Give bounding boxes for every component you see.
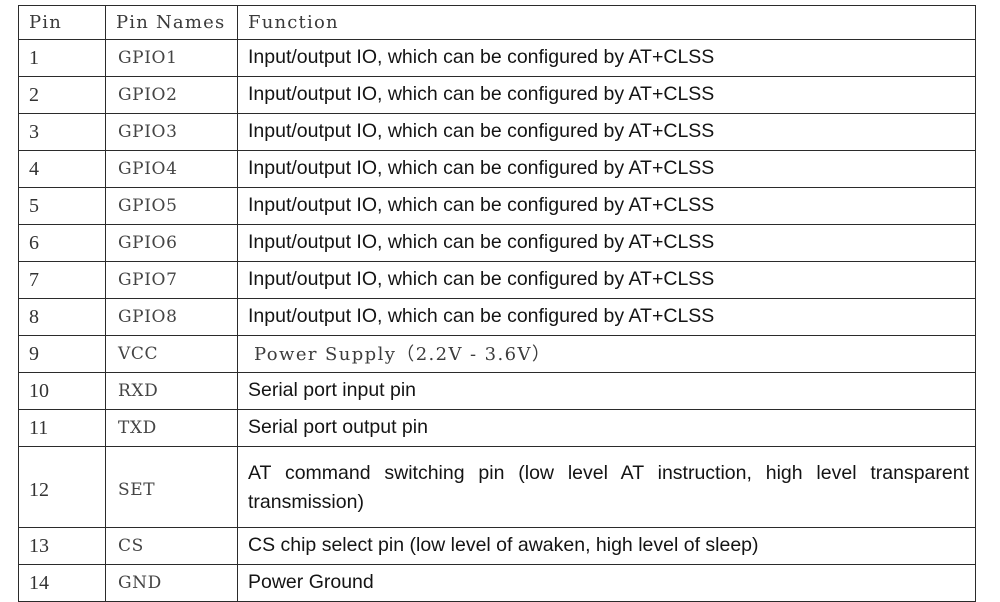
table-row: 6 GPIO6 Input/output IO, which can be co…	[18, 224, 976, 262]
cell-pin: 7	[18, 261, 106, 299]
cell-pin: 2	[18, 76, 106, 114]
cell-function: Input/output IO, which can be configured…	[237, 39, 976, 77]
cell-function: Input/output IO, which can be configured…	[237, 150, 976, 188]
pin-definition-table: Pin Pin Names Function 1 GPIO1 Input/out…	[18, 5, 976, 602]
cell-pin-name: GPIO2	[105, 76, 238, 114]
cell-pin: 13	[18, 527, 106, 565]
cell-pin-name: CS	[105, 527, 238, 565]
cell-pin: 14	[18, 564, 106, 602]
cell-pin-name: GPIO8	[105, 298, 238, 336]
cell-pin-name: GPIO6	[105, 224, 238, 262]
table-row: 13 CS CS chip select pin (low level of a…	[18, 527, 976, 565]
cell-pin-name: GPIO4	[105, 150, 238, 188]
cell-pin-name: RXD	[105, 372, 238, 410]
cell-pin-name: TXD	[105, 409, 238, 447]
cell-function: Power Supply（2.2V - 3.6V）	[237, 335, 976, 373]
cell-pin: 1	[18, 39, 106, 77]
cell-pin-name: GPIO1	[105, 39, 238, 77]
cell-function: Input/output IO, which can be configured…	[237, 261, 976, 299]
cell-pin: 11	[18, 409, 106, 447]
cell-pin: 9	[18, 335, 106, 373]
cell-pin: 6	[18, 224, 106, 262]
cell-pin: 8	[18, 298, 106, 336]
cell-pin-name: GPIO3	[105, 113, 238, 151]
table-row: 14 GND Power Ground	[18, 564, 976, 602]
cell-function: Serial port input pin	[237, 372, 976, 410]
cell-pin-name: VCC	[105, 335, 238, 373]
cell-pin: 4	[18, 150, 106, 188]
table-header-row: Pin Pin Names Function	[18, 5, 976, 40]
cell-function: Input/output IO, which can be configured…	[237, 76, 976, 114]
table-row: 8 GPIO8 Input/output IO, which can be co…	[18, 298, 976, 336]
cell-function: Input/output IO, which can be configured…	[237, 224, 976, 262]
cell-pin-name: GND	[105, 564, 238, 602]
cell-function: CS chip select pin (low level of awaken,…	[237, 527, 976, 565]
table-row: 3 GPIO3 Input/output IO, which can be co…	[18, 113, 976, 151]
cell-function: Input/output IO, which can be configured…	[237, 298, 976, 336]
column-header-pin: Pin	[18, 5, 106, 40]
table-row: 4 GPIO4 Input/output IO, which can be co…	[18, 150, 976, 188]
table-row: 12 SET AT command switching pin (low lev…	[18, 446, 976, 528]
cell-pin-name: SET	[105, 446, 238, 528]
cell-function: Input/output IO, which can be configured…	[237, 113, 976, 151]
cell-pin: 12	[18, 446, 106, 528]
table-row: 1 GPIO1 Input/output IO, which can be co…	[18, 39, 976, 77]
cell-function: AT command switching pin (low level AT i…	[237, 446, 976, 528]
cell-pin-name: GPIO5	[105, 187, 238, 225]
table-row: 5 GPIO5 Input/output IO, which can be co…	[18, 187, 976, 225]
column-header-function: Function	[237, 5, 976, 40]
cell-pin: 3	[18, 113, 106, 151]
table-row: 9 VCC Power Supply（2.2V - 3.6V）	[18, 335, 976, 373]
table-row: 11 TXD Serial port output pin	[18, 409, 976, 447]
table-body: 1 GPIO1 Input/output IO, which can be co…	[18, 39, 976, 602]
cell-pin: 10	[18, 372, 106, 410]
table-row: 10 RXD Serial port input pin	[18, 372, 976, 410]
column-header-pin-names: Pin Names	[105, 5, 238, 40]
table-row: 2 GPIO2 Input/output IO, which can be co…	[18, 76, 976, 114]
cell-pin: 5	[18, 187, 106, 225]
cell-function: Power Ground	[237, 564, 976, 602]
cell-function: Input/output IO, which can be configured…	[237, 187, 976, 225]
table-row: 7 GPIO7 Input/output IO, which can be co…	[18, 261, 976, 299]
table-header: Pin Pin Names Function	[18, 5, 976, 40]
cell-pin-name: GPIO7	[105, 261, 238, 299]
cell-function: Serial port output pin	[237, 409, 976, 447]
